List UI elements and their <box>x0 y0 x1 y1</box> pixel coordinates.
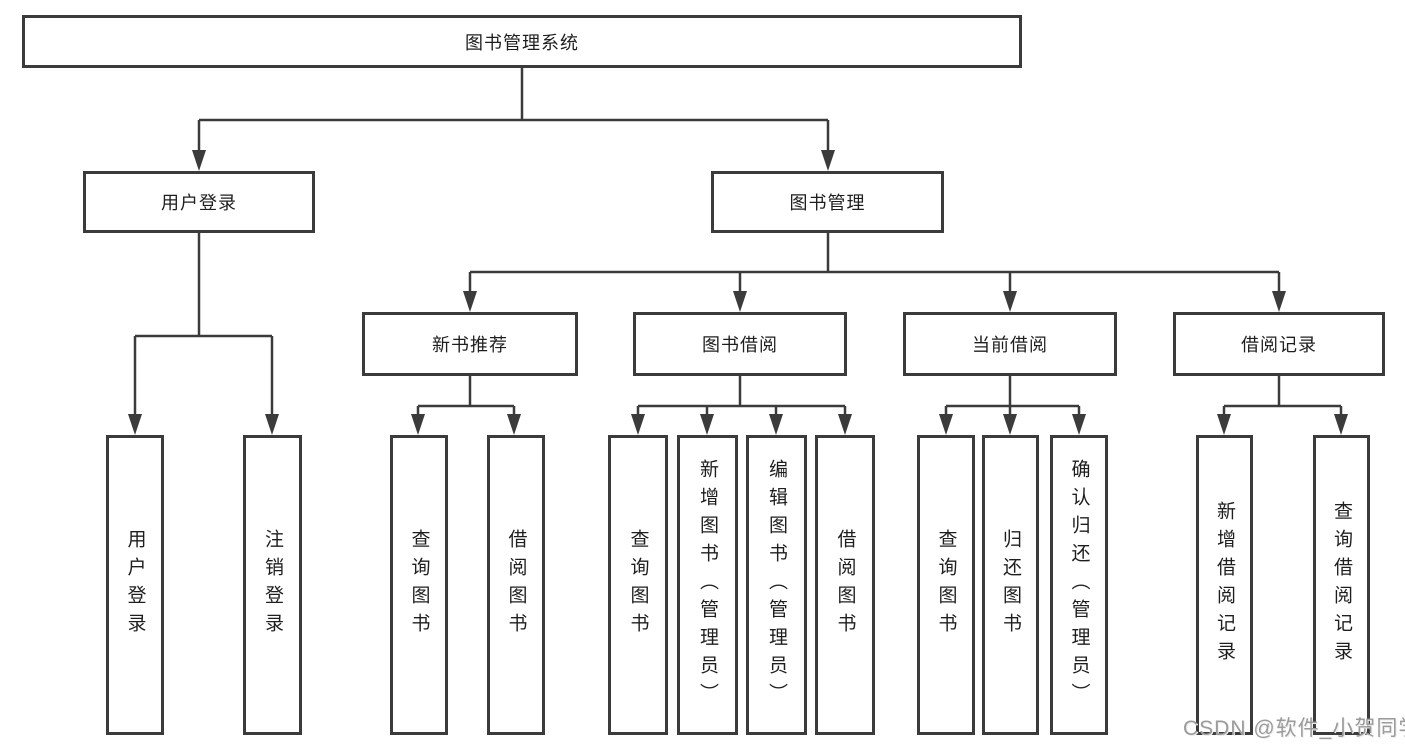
node-confirm-return-admin: 确认归还（管理员） <box>1050 435 1108 735</box>
node-query-books-recommend: 查询图书 <box>390 435 448 735</box>
node-user-login-branch: 用户登录 <box>83 171 315 233</box>
node-add-book-admin: 新增图书（管理员） <box>677 435 738 735</box>
watermark-text: CSDN @软件_小贺同学 <box>1183 717 1405 740</box>
node-logout-leaf: 注销登录 <box>243 435 302 735</box>
connector-book-borrowing <box>636 376 847 416</box>
connector-current-borrowing <box>944 376 1081 416</box>
node-query-borrow-record: 查询借阅记录 <box>1313 435 1370 735</box>
node-return-books: 归还图书 <box>982 435 1039 735</box>
connector-user-login <box>133 233 274 416</box>
connector-root <box>197 68 830 152</box>
node-user-login-leaf: 用户登录 <box>106 435 164 735</box>
node-library-management-system: 图书管理系统 <box>22 15 1022 68</box>
node-query-books-current: 查询图书 <box>917 435 975 735</box>
connector-borrow-records <box>1222 376 1343 416</box>
connector-new-book <box>416 376 516 416</box>
node-query-books-borrowing: 查询图书 <box>608 435 668 735</box>
node-book-borrowing: 图书借阅 <box>633 312 847 376</box>
connector-book-management <box>468 233 1281 292</box>
node-current-borrowing: 当前借阅 <box>903 312 1117 376</box>
node-add-borrow-record: 新增借阅记录 <box>1196 435 1253 735</box>
node-book-management-branch: 图书管理 <box>711 171 944 233</box>
node-borrow-books-recommend: 借阅图书 <box>487 435 545 735</box>
node-new-book-recommendation: 新书推荐 <box>362 312 578 376</box>
node-borrow-books-borrowing: 借阅图书 <box>815 435 875 735</box>
node-borrowing-records: 借阅记录 <box>1173 312 1385 376</box>
node-edit-book-admin: 编辑图书（管理员） <box>746 435 807 735</box>
